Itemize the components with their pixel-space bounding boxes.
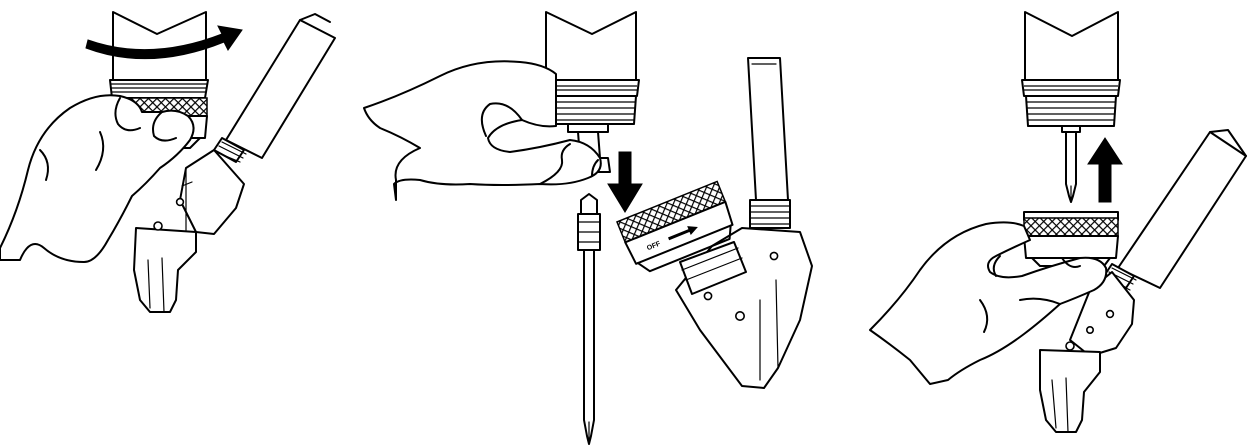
panel-1 bbox=[0, 12, 335, 312]
panel-3 bbox=[870, 12, 1246, 432]
collar-assembly-bottom bbox=[1024, 212, 1118, 266]
panel-2: OFF bbox=[364, 12, 812, 444]
insert-arrow bbox=[608, 152, 642, 212]
collar-assembly-top bbox=[1022, 12, 1120, 132]
screwdriver-bit bbox=[1066, 132, 1076, 202]
release-arrow bbox=[1088, 138, 1122, 202]
screwdriver-bit bbox=[578, 194, 600, 444]
